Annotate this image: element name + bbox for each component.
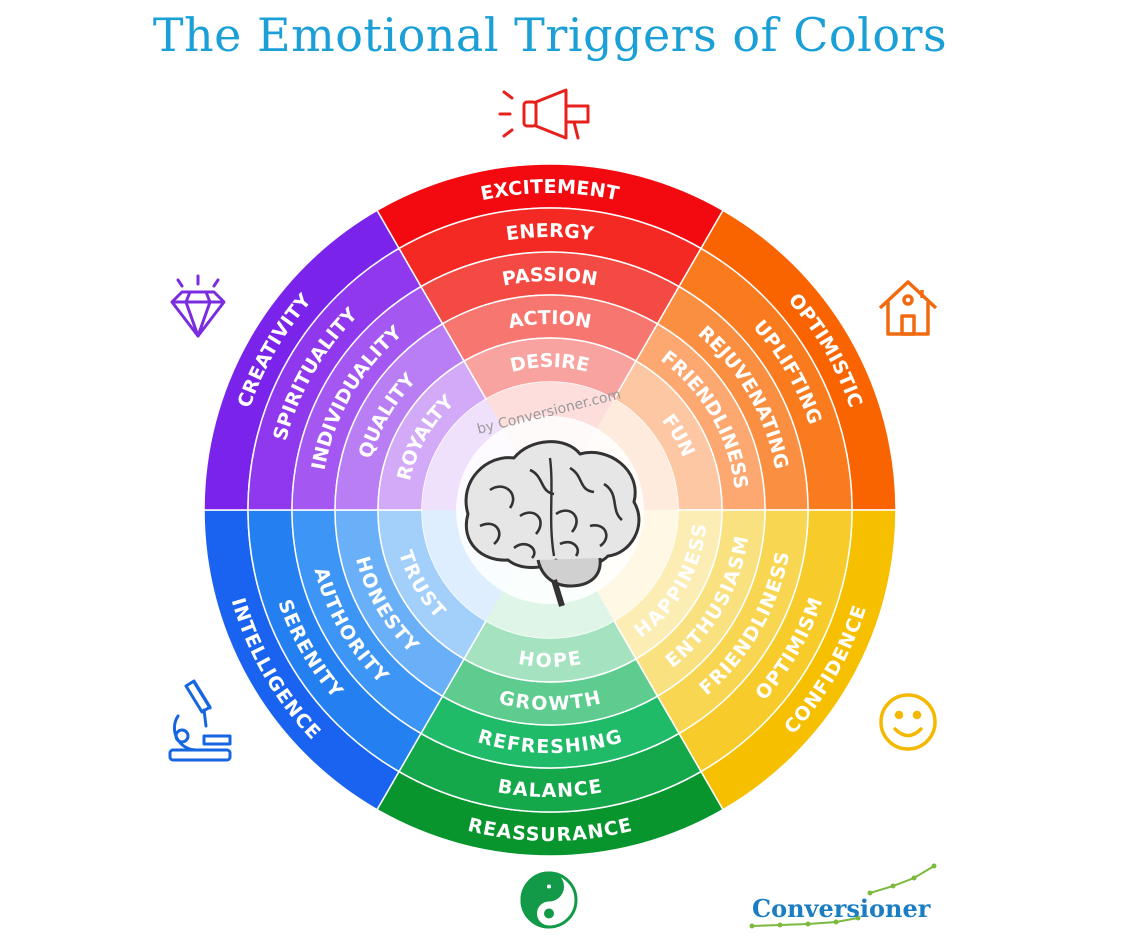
- sector-purple: [203, 209, 550, 511]
- diamond-icon: [170, 274, 226, 338]
- trigger-label: ACTION: [507, 307, 594, 333]
- trigger-label: HOPE: [517, 647, 583, 672]
- house-icon: [878, 280, 938, 336]
- yin-yang-icon: [520, 871, 578, 929]
- page-title: The Emotional Triggers of Colors: [152, 8, 948, 62]
- brand-chart-icon: [749, 863, 937, 929]
- center-area: [456, 416, 644, 607]
- microscope-icon: [168, 679, 232, 762]
- sector-yellow: [550, 509, 897, 811]
- megaphone-icon: [498, 88, 590, 140]
- brand-logo: Conversioner: [752, 894, 931, 923]
- smiley-icon: [879, 693, 937, 751]
- trigger-label: ENERGY: [505, 220, 596, 245]
- brain-icon: [464, 440, 641, 607]
